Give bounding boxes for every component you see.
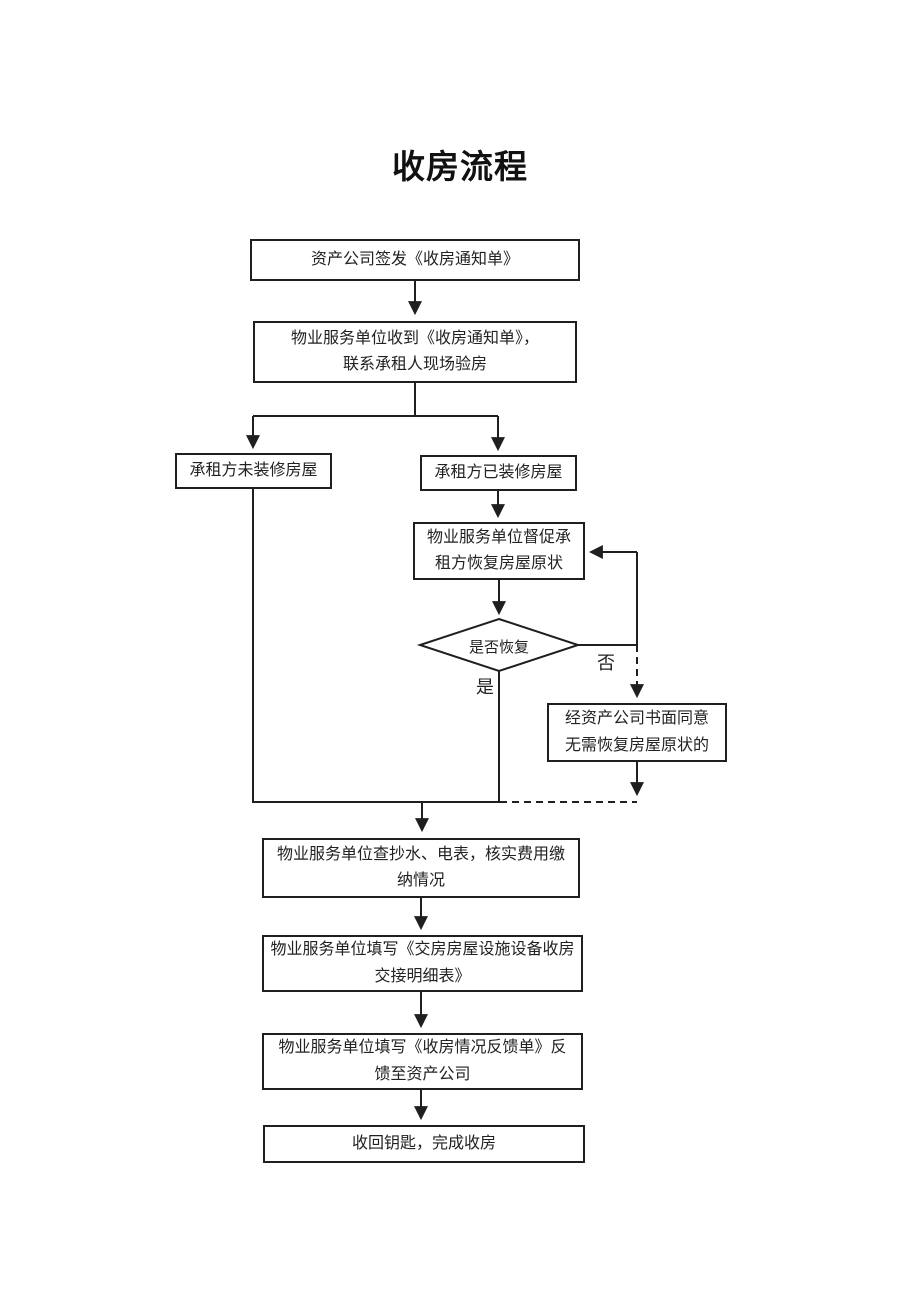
decision-restored-label: 是否恢复 xyxy=(468,640,529,656)
node-check-meters: 物业服务单位查抄水、电表，核实费用缴 纳情况 xyxy=(262,838,580,898)
node-complete: 收回钥匙，完成收房 xyxy=(263,1125,585,1163)
node-renovated: 承租方已装修房屋 xyxy=(420,455,577,491)
node-receive-notice: 物业服务单位收到《收房通知单》， 联系承租人现场验房 xyxy=(253,321,577,383)
page-title: 收房流程 xyxy=(392,148,528,185)
node-not-renovated: 承租方未装修房屋 xyxy=(175,453,332,489)
node-handover-checklist: 物业服务单位填写《交房房屋设施设备收房 交接明细表》 xyxy=(262,935,583,992)
node-issue-notice: 资产公司签发《收房通知单》 xyxy=(250,239,580,281)
node-written-consent: 经资产公司书面同意 无需恢复房屋原状的 xyxy=(547,703,727,762)
edge-label-yes: 是 xyxy=(476,677,494,697)
node-urge-restore: 物业服务单位督促承 租方恢复房屋原状 xyxy=(413,522,585,580)
edge-label-no: 否 xyxy=(597,653,615,673)
node-feedback-form: 物业服务单位填写《收房情况反馈单》反 馈至资产公司 xyxy=(262,1033,583,1090)
